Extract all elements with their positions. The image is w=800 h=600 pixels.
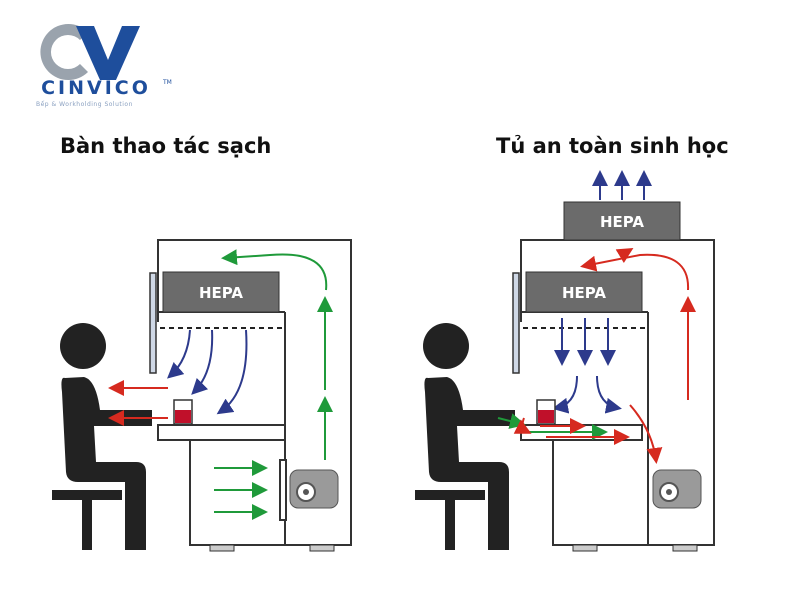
hepa-label-left: HEPA	[199, 284, 243, 302]
clean-bench-cabinet	[157, 239, 352, 546]
beaker-right	[536, 399, 556, 425]
person-right-head	[423, 323, 469, 369]
downflow-arrows-right	[552, 318, 622, 414]
logo-trademark: TM	[163, 79, 172, 86]
fan-left	[289, 469, 339, 509]
stool-right-seat	[415, 490, 485, 500]
foot-right-2	[672, 544, 698, 552]
title-clean-bench: Bàn thao tác sạch	[60, 134, 272, 158]
recirculation-arrows-right	[513, 247, 696, 464]
foot-left-1	[209, 544, 235, 552]
hepa-filter-left	[162, 271, 280, 313]
hepa-filter-supply	[525, 271, 643, 313]
person-left-body	[61, 377, 152, 550]
logo-tagline: Bếp & Workholding Solution	[36, 101, 133, 108]
cinvico-logo: CINVICO TM Bếp & Workholding Solution	[26, 22, 176, 112]
hepa-filter-exhaust	[563, 201, 681, 241]
person-left-head	[60, 323, 106, 369]
cinvico-logo-mark	[40, 24, 140, 80]
sash-right	[512, 272, 520, 374]
person-right	[415, 323, 515, 550]
stool-right-leg	[445, 498, 455, 550]
stool-left-leg	[82, 498, 92, 550]
sash-left	[149, 272, 157, 374]
outflow-arrows-left	[108, 380, 168, 426]
logo-c-shape	[40, 24, 88, 80]
logo-v-shape	[76, 26, 140, 80]
logo-brand-text: CINVICO	[41, 77, 151, 99]
person-left	[52, 323, 152, 550]
beaker-left	[173, 399, 193, 425]
fan-right	[652, 469, 702, 509]
clean-bench-diagram: HEPA	[52, 239, 352, 552]
person-right-body	[424, 377, 515, 550]
foot-left-2	[309, 544, 335, 552]
foot-right-1	[572, 544, 598, 552]
exhaust-arrows	[592, 170, 652, 200]
downflow-arrows-left	[167, 329, 248, 415]
intake-arrows-left	[214, 249, 333, 520]
stool-left-seat	[52, 490, 122, 500]
hepa-label-exhaust: HEPA	[600, 213, 644, 231]
title-biosafety-cabinet: Tủ an toàn sinh học	[496, 134, 729, 158]
biosafety-cabinet-diagram: HEPA HEPA	[415, 170, 715, 552]
hepa-label-supply: HEPA	[562, 284, 606, 302]
